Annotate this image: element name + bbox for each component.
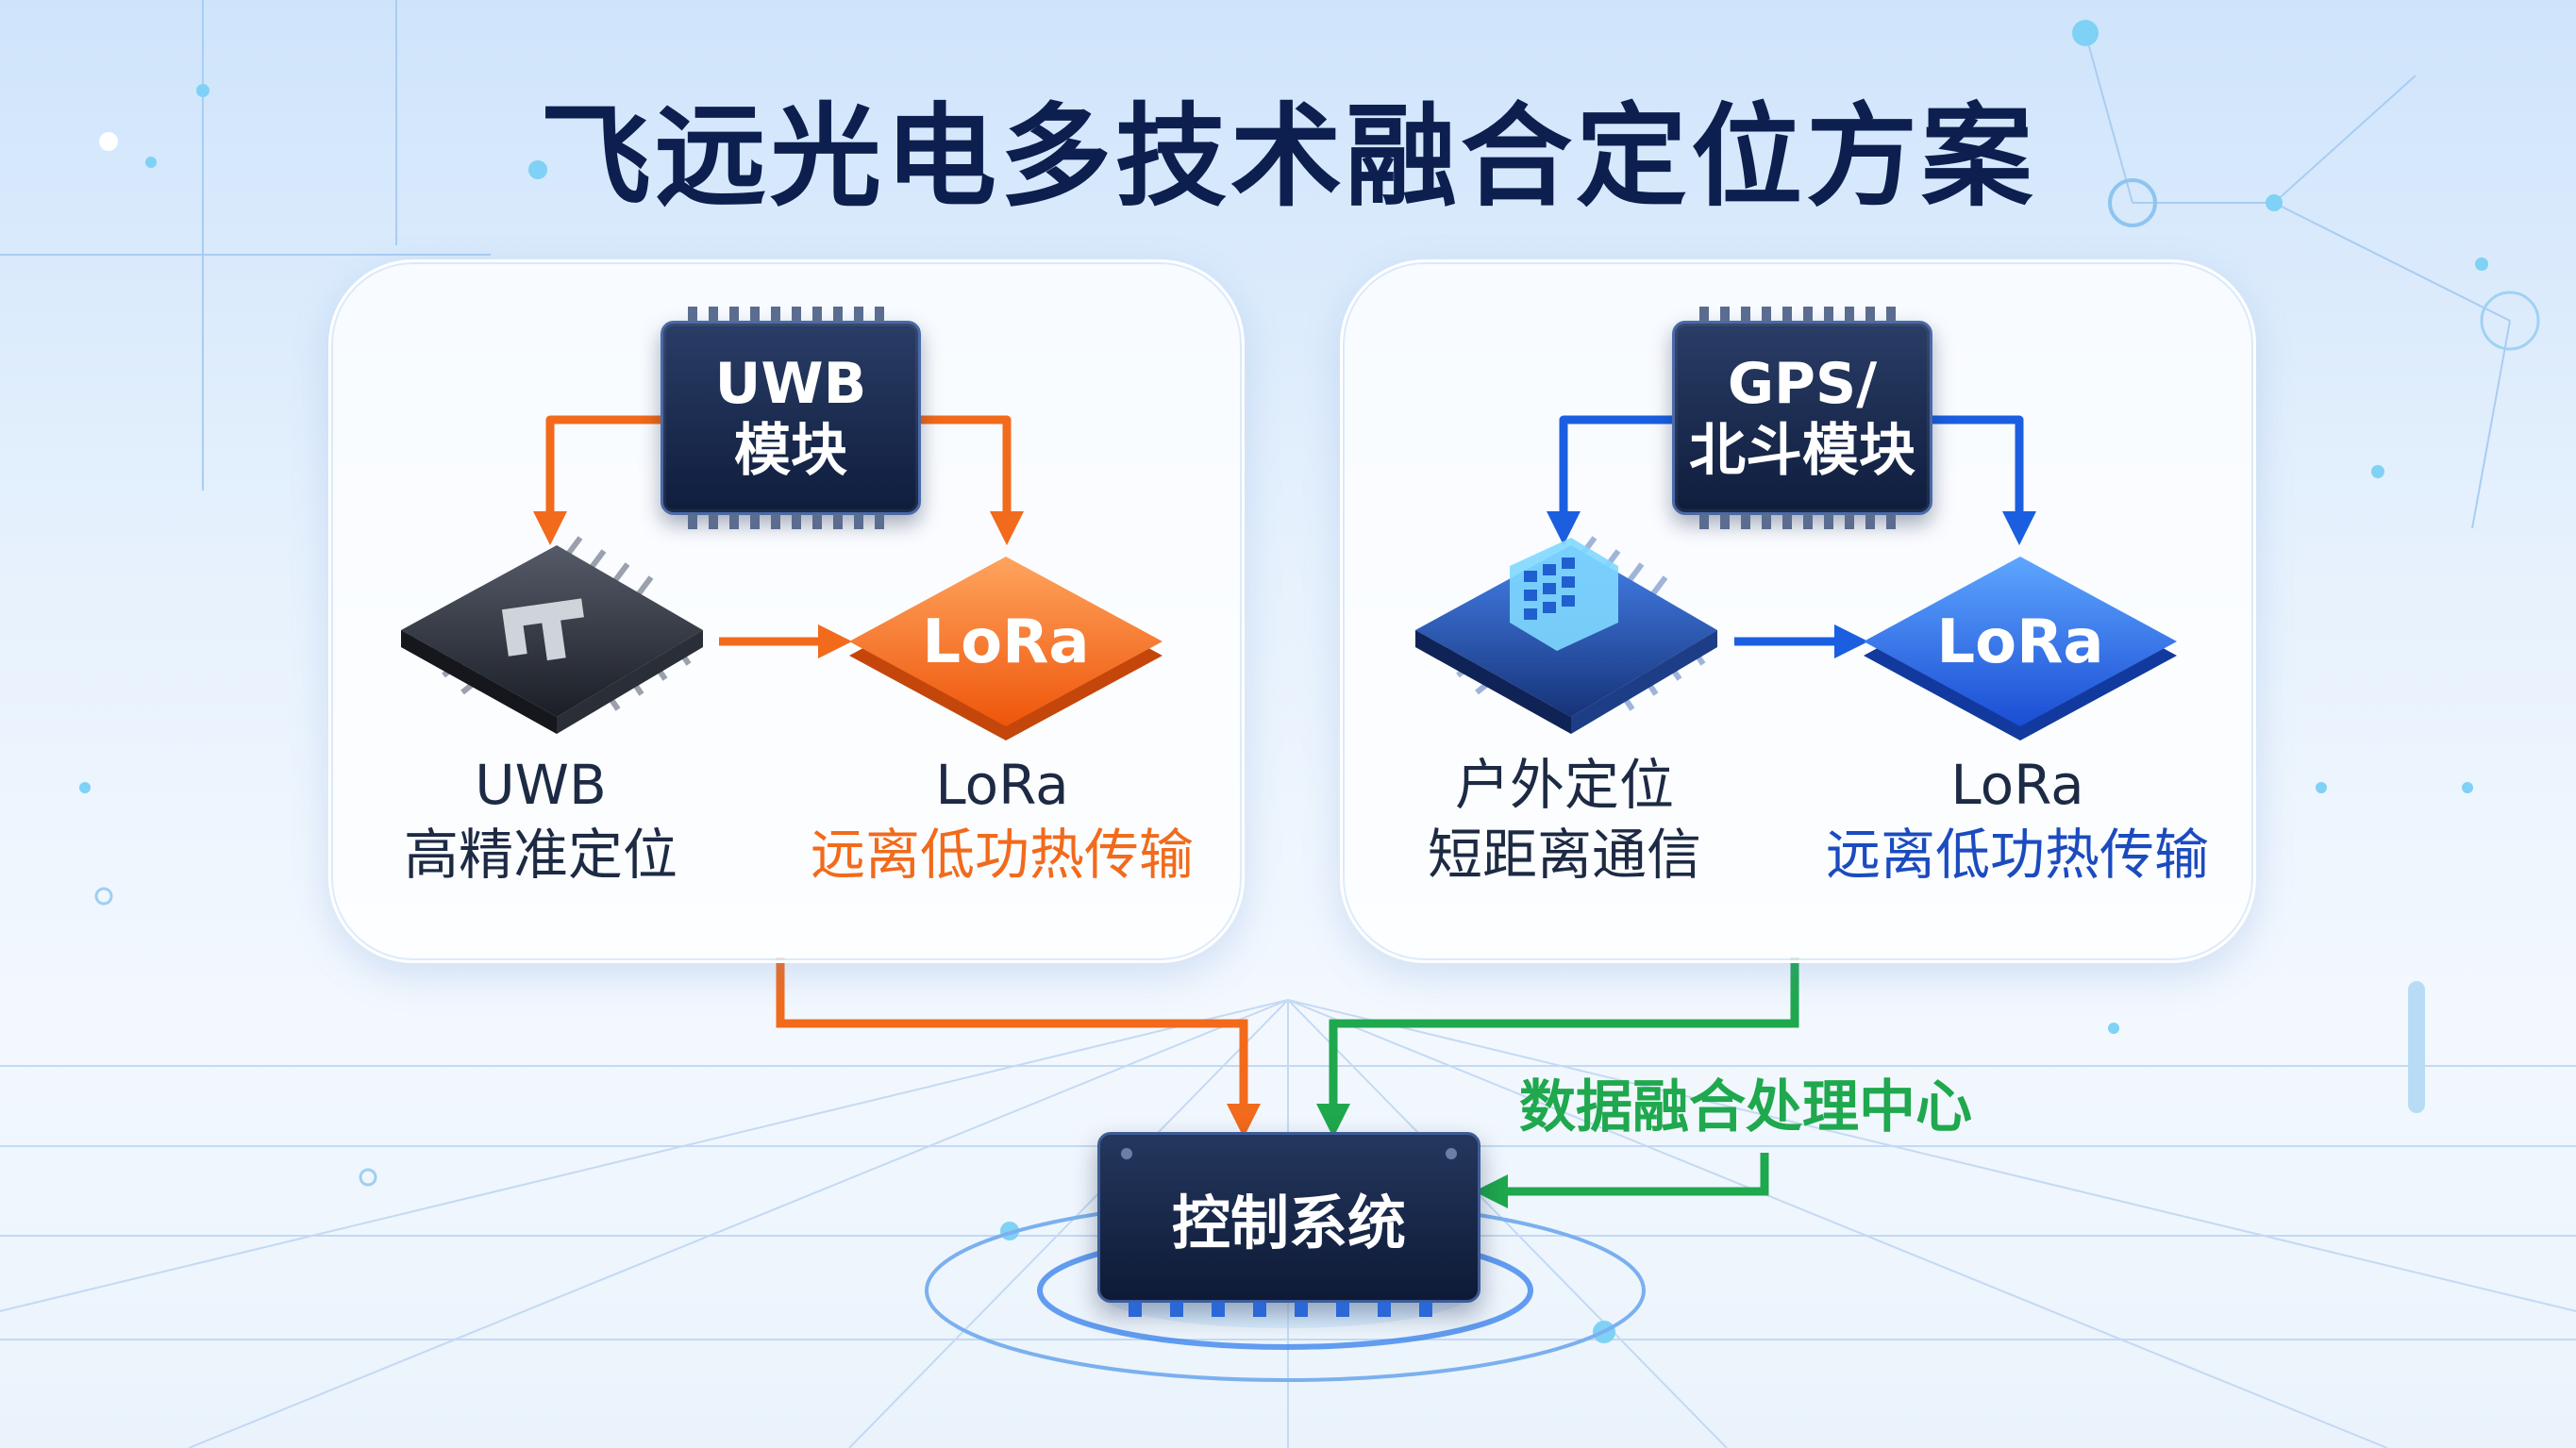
glow-bar <box>2408 981 2425 1113</box>
lora-badge-right: LoRa <box>1864 557 2177 741</box>
lora-label-left: LoRa 远离低功热传输 <box>776 750 1229 890</box>
uwb-module-chip: UWB 模块 <box>661 307 921 529</box>
outdoor-label: 户外定位 短距离通信 <box>1338 750 1791 890</box>
chip-pin-dot <box>1446 1148 1457 1159</box>
gps-module-chip: GPS/ 北斗模块 <box>1672 307 1932 529</box>
control-system-chip: 控制系统 <box>1097 1132 1480 1317</box>
uwb-module-line2: 模块 <box>734 418 847 484</box>
uwb-label-line2: 高精准定位 <box>403 823 677 888</box>
network-decoration <box>0 0 2540 529</box>
page-title: 飞远光电多技术融合定位方案 <box>539 92 2036 222</box>
floor-grid <box>0 999 2576 1448</box>
fusion-center-label: 数据融合处理中心 <box>1519 1074 1972 1140</box>
green-arrow-fusion <box>1474 1153 1769 1208</box>
arrow-uwb-to-lora <box>915 415 1024 545</box>
gps-module-line2: 北斗模块 <box>1689 418 1915 484</box>
arrow-uwb-to-chip <box>533 415 661 545</box>
lora-label-right-line2: 远离低功热传输 <box>1825 823 2209 888</box>
arrow-gps-to-lora <box>1927 415 2036 545</box>
lora-label-left-line1: LoRa <box>935 753 1069 817</box>
green-arrow-to-control <box>1316 957 1799 1138</box>
lora-badge-right-text: LoRa <box>1936 607 2103 677</box>
lora-label-right-line1: LoRa <box>1950 753 2084 817</box>
outdoor-label-line1: 户外定位 <box>1454 753 1674 817</box>
lora-label-left-line2: 远离低功热传输 <box>810 823 1194 888</box>
uwb-label: UWB 高精准定位 <box>314 750 767 890</box>
uwb-label-line1: UWB <box>475 753 607 817</box>
uwb-module-line1: UWB <box>714 351 867 418</box>
chip-pin-dot <box>1121 1148 1132 1159</box>
lora-label-right: LoRa 远离低功热传输 <box>1791 750 2244 890</box>
uwb-chip-icon <box>401 536 703 734</box>
arrow-gps-to-chip <box>1547 415 1672 545</box>
gps-module-line1: GPS/ <box>1727 351 1878 418</box>
outdoor-label-line2: 短距离通信 <box>1427 823 1701 888</box>
orange-arrow-to-control <box>776 957 1261 1138</box>
lora-badge-left-text: LoRa <box>922 607 1089 677</box>
control-system-label: 控制系统 <box>1171 1188 1406 1257</box>
gps-chip-icon <box>1415 536 1717 734</box>
lora-badge-left: LoRa <box>849 557 1163 741</box>
